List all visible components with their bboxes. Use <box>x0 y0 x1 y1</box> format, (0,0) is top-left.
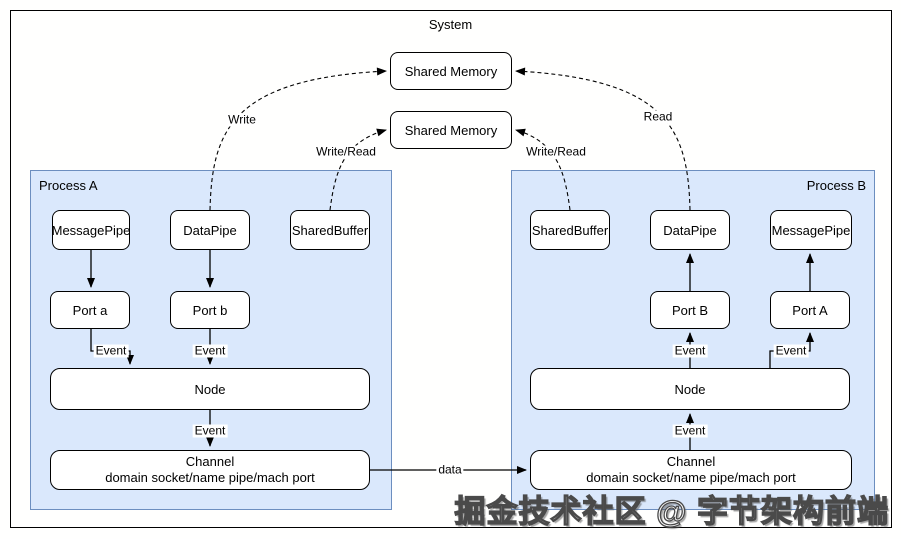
datapipe-a-label: DataPipe <box>183 222 237 238</box>
port-a-box: Port a <box>50 291 130 329</box>
port-b-box: Port b <box>170 291 250 329</box>
port-a-cap-box: Port A <box>770 291 850 329</box>
process-a-label: Process A <box>39 178 98 193</box>
channel-b-title: Channel <box>666 454 716 469</box>
messagepipe-b-box: MessagePipe <box>770 210 852 250</box>
node-a-box: Node <box>50 368 370 410</box>
node-b-box: Node <box>530 368 850 410</box>
channel-b-box: Channel domain socket/name pipe/mach por… <box>530 450 852 490</box>
datapipe-b-box: DataPipe <box>650 210 730 250</box>
system-label: System <box>428 17 473 32</box>
port-b-cap-box: Port B <box>650 291 730 329</box>
sharedbuffer-a-label: SharedBuffer <box>291 222 369 238</box>
datapipe-b-label: DataPipe <box>663 222 717 238</box>
event-label-channel-b-node-b: Event <box>672 423 708 438</box>
read-edge-label: Read <box>641 109 675 124</box>
channel-a-subtitle: domain socket/name pipe/mach port <box>105 470 315 485</box>
messagepipe-a-box: MessagePipe <box>52 210 130 250</box>
process-b-label: Process B <box>806 178 866 193</box>
channel-a-box: Channel domain socket/name pipe/mach por… <box>50 450 370 490</box>
port-b-cap-label: Port B <box>671 302 709 318</box>
shared-memory-box-1: Shared Memory <box>390 52 512 90</box>
node-a-label: Node <box>194 381 226 397</box>
node-b-label: Node <box>674 381 706 397</box>
shared-memory-2-label: Shared Memory <box>404 122 498 138</box>
channel-b-subtitle: domain socket/name pipe/mach port <box>586 470 796 485</box>
event-label-port-a-node-a: Event <box>93 343 129 358</box>
port-a-cap-label: Port A <box>792 302 828 318</box>
port-b-label: Port b <box>192 302 228 318</box>
event-label-port-b-node-a: Event <box>192 343 228 358</box>
shared-memory-box-2: Shared Memory <box>390 111 512 149</box>
data-edge-label: data <box>436 462 464 477</box>
messagepipe-b-label: MessagePipe <box>771 222 851 238</box>
datapipe-a-box: DataPipe <box>170 210 250 250</box>
port-a-label: Port a <box>72 302 108 318</box>
messagepipe-a-label: MessagePipe <box>51 222 131 238</box>
write-read-left-edge-label: Write/Read <box>314 144 378 159</box>
write-read-right-edge-label: Write/Read <box>524 144 588 159</box>
sharedbuffer-a-box: SharedBuffer <box>290 210 370 250</box>
watermark-text: 掘金技术社区 @ 字节架构前端 <box>454 493 889 529</box>
event-label-node-b-port-b: Event <box>672 343 708 358</box>
event-label-node-a-channel-a: Event <box>192 423 228 438</box>
channel-a-title: Channel <box>185 454 235 469</box>
sharedbuffer-b-box: SharedBuffer <box>530 210 610 250</box>
sharedbuffer-b-label: SharedBuffer <box>531 222 609 238</box>
shared-memory-1-label: Shared Memory <box>404 63 498 79</box>
write-edge-label: Write <box>226 112 258 127</box>
event-label-node-b-port-a: Event <box>773 343 809 358</box>
